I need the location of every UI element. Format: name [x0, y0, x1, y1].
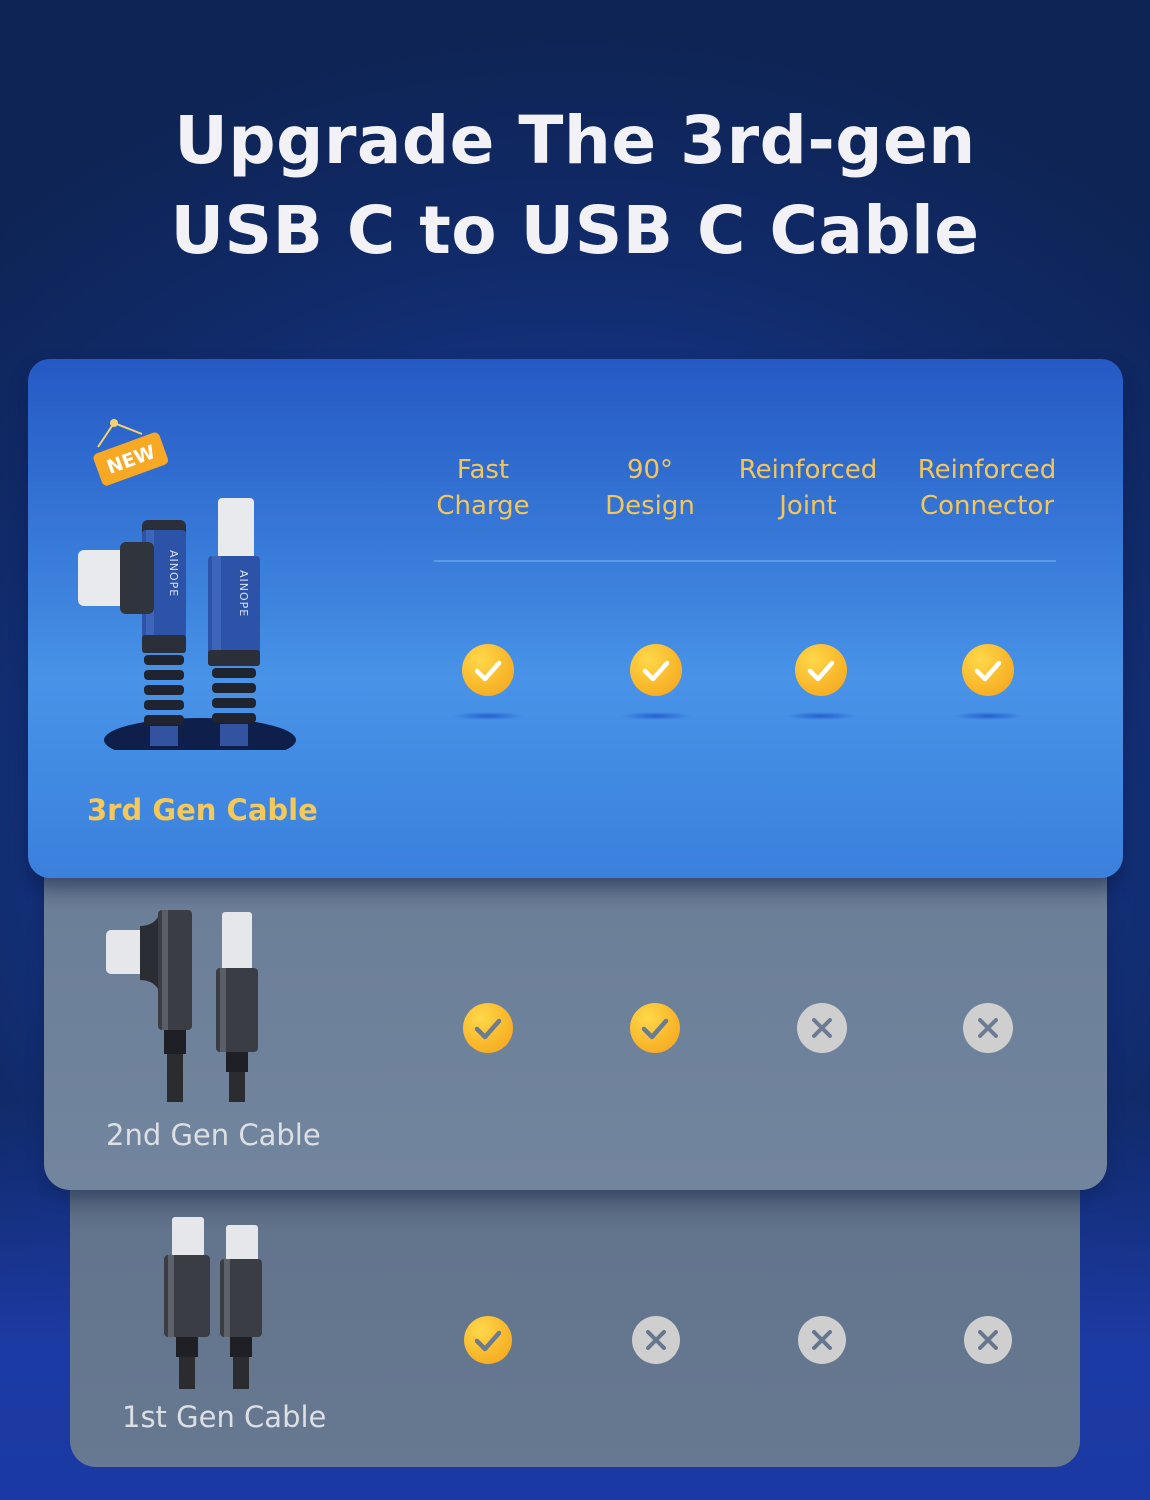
column-header-line: Design — [605, 491, 695, 521]
check-shadow — [786, 712, 856, 720]
column-header-90-design: 90° Design — [565, 452, 735, 524]
svg-text:AINOPE: AINOPE — [237, 570, 250, 617]
check-icon — [462, 644, 514, 696]
column-header-line: Connector — [919, 491, 1055, 521]
column-header-line: Reinforced — [738, 455, 878, 485]
cross-icon — [798, 1316, 846, 1364]
check-icon — [962, 644, 1014, 696]
product-image-1st-gen-cable — [164, 1217, 262, 1389]
row-label-1st-gen: 1st Gen Cable — [122, 1400, 327, 1434]
column-header-line: Reinforced — [917, 455, 1057, 485]
product-image-2nd-gen-cable — [106, 910, 258, 1102]
title-line-1: Upgrade The 3rd-gen — [174, 102, 976, 179]
check-icon — [630, 1003, 680, 1053]
check-icon — [463, 1003, 513, 1053]
column-header-line: Charge — [436, 491, 530, 521]
column-header-line: Joint — [779, 491, 837, 521]
new-tag-icon: NEW — [93, 419, 169, 486]
header-divider — [434, 560, 1056, 562]
column-header-reinforced-joint: Reinforced Joint — [723, 452, 893, 524]
svg-text:AINOPE: AINOPE — [167, 550, 180, 597]
cross-icon — [964, 1316, 1012, 1364]
column-header-reinforced-connector: Reinforced Connector — [902, 452, 1072, 524]
title-line-2: USB C to USB C Cable — [170, 192, 980, 269]
check-icon — [795, 644, 847, 696]
check-shadow — [621, 712, 691, 720]
page-title: Upgrade The 3rd-gen USB C to USB C Cable — [0, 96, 1150, 276]
check-shadow — [453, 712, 523, 720]
cross-icon — [632, 1316, 680, 1364]
check-icon — [630, 644, 682, 696]
column-header-fast-charge: Fast Charge — [398, 452, 568, 524]
check-icon — [464, 1316, 512, 1364]
row-label-3rd-gen: 3rd Gen Cable — [87, 793, 318, 827]
product-image-3rd-gen-cable: AINOPE AINOPE — [78, 498, 296, 750]
check-shadow — [953, 712, 1023, 720]
row-label-2nd-gen: 2nd Gen Cable — [106, 1118, 321, 1152]
column-header-line: Fast — [456, 455, 510, 485]
cross-icon — [963, 1003, 1013, 1053]
column-header-line: 90° — [626, 455, 674, 485]
cross-icon — [797, 1003, 847, 1053]
